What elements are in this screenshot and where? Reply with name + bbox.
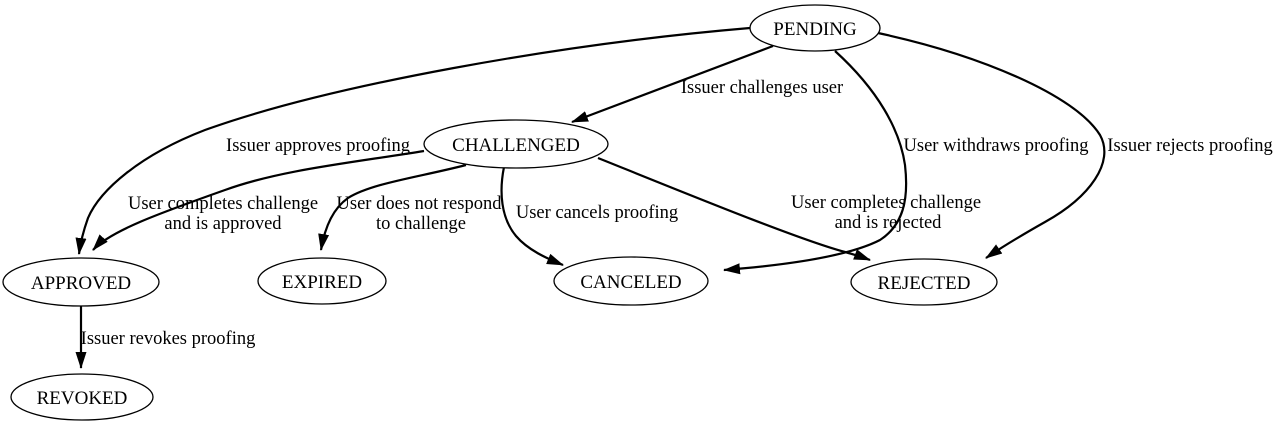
edge-label-user-completes-challenge-rejected: User completes challenge and is rejected — [791, 193, 981, 233]
edge-label-line: User does not respond — [337, 194, 503, 214]
state-ellipse-expired — [257, 257, 387, 305]
edge-label-line: and is approved — [164, 214, 282, 234]
edge-label-issuer-revokes-proofing: Issuer revokes proofing — [81, 329, 256, 349]
edge-label-issuer-challenges-user: Issuer challenges user — [681, 78, 843, 98]
edges-layer — [75, 26, 1106, 369]
edge-pending-to-approved — [75, 26, 751, 255]
edge-label-user-completes-challenge-approved: User completes challenge and is approved — [128, 194, 318, 234]
edge-label-issuer-rejects-proofing: Issuer rejects proofing — [1107, 136, 1272, 156]
edge-challenged-to-expired — [318, 163, 467, 251]
state-node-rejected: REJECTED — [850, 258, 998, 306]
state-ellipse-rejected — [850, 258, 998, 306]
edge-challenged-to-approved — [92, 149, 425, 251]
edge-pending-to-challenged — [571, 44, 774, 124]
state-ellipse-challenged — [423, 119, 609, 169]
nodes-layer: PENDING CHALLENGED APPROVED EXPIRED CANC… — [2, 4, 998, 421]
edge-labels-layer: Issuer challenges user Issuer approves p… — [81, 78, 1273, 349]
state-ellipse-approved — [2, 257, 160, 307]
state-label-revoked: REVOKED — [37, 388, 128, 409]
state-label-approved: APPROVED — [31, 273, 131, 294]
state-node-revoked: REVOKED — [10, 373, 154, 421]
edge-label-line: to challenge — [376, 214, 466, 234]
edge-pending-to-canceled — [723, 50, 908, 275]
state-node-expired: EXPIRED — [257, 257, 387, 305]
state-node-challenged: CHALLENGED — [423, 119, 609, 169]
edge-challenged-to-canceled — [500, 166, 564, 267]
state-ellipse-canceled — [553, 256, 709, 306]
edge-label-user-does-not-respond: User does not respond to challenge — [337, 194, 503, 234]
edge-label-line: and is rejected — [835, 213, 943, 233]
state-ellipse-revoked — [10, 373, 154, 421]
state-label-challenged: CHALLENGED — [452, 135, 580, 156]
edge-label-user-withdraws-proofing: User withdraws proofing — [904, 136, 1089, 156]
state-label-rejected: REJECTED — [878, 273, 971, 294]
edge-label-line: User completes challenge — [128, 194, 318, 214]
edge-challenged-to-rejected — [597, 156, 871, 262]
edge-label-issuer-approves-proofing: Issuer approves proofing — [226, 136, 410, 156]
state-node-canceled: CANCELED — [553, 256, 709, 306]
edge-label-user-cancels-proofing: User cancels proofing — [516, 203, 678, 223]
state-label-canceled: CANCELED — [580, 272, 681, 293]
state-node-approved: APPROVED — [2, 257, 160, 307]
edge-pending-to-rejected — [877, 31, 1106, 259]
state-ellipse-pending — [749, 4, 881, 52]
state-node-pending: PENDING — [749, 4, 881, 52]
state-label-pending: PENDING — [773, 19, 857, 40]
state-label-expired: EXPIRED — [282, 272, 362, 293]
edge-label-line: User completes challenge — [791, 193, 981, 213]
